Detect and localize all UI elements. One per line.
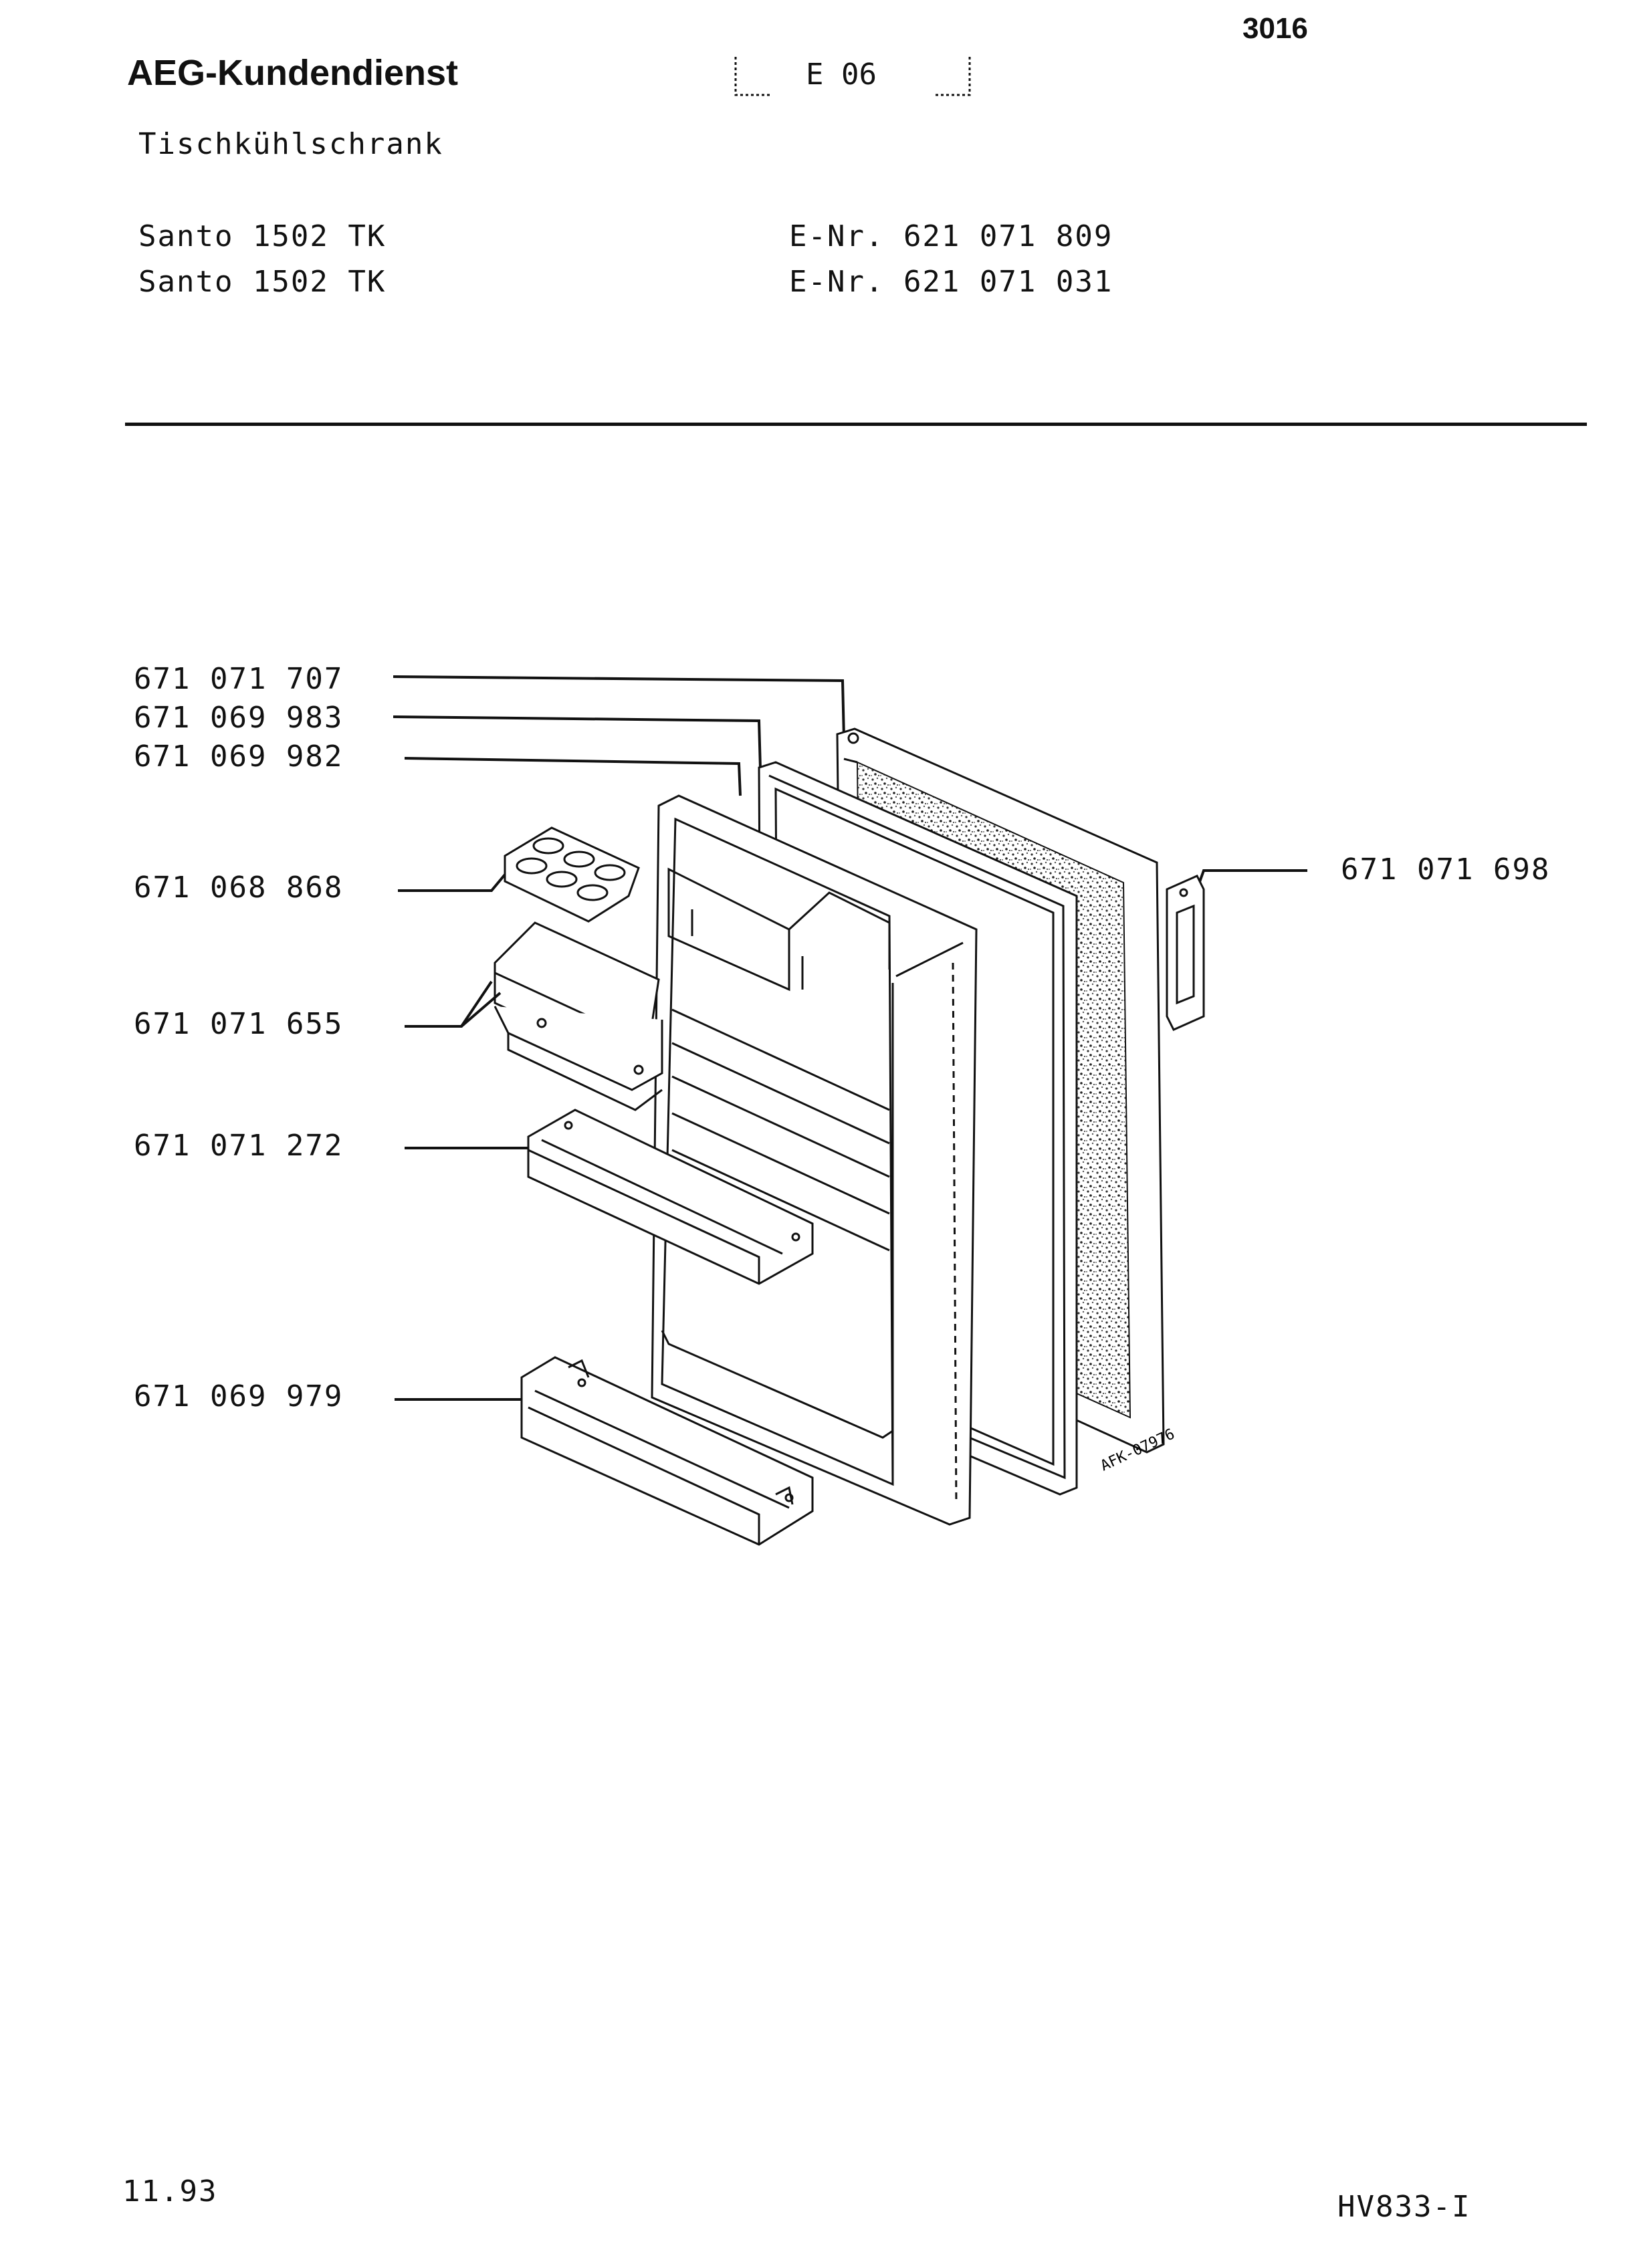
model-enr-1: E-Nr. 621 071 809 (789, 219, 1113, 253)
part-label: 671 069 982 (134, 740, 344, 774)
bracket-marks-icon (734, 57, 971, 96)
door-shelf-bottom (520, 1356, 814, 1546)
inner-door-liner (651, 794, 978, 1526)
door-shelf-middle (527, 1109, 814, 1285)
footer-date: 11.93 (122, 2174, 218, 2208)
section-code-box: E 06 (732, 53, 973, 102)
model-name-1: Santo 1502 TK (138, 219, 387, 253)
part-label: 671 071 655 (134, 1007, 344, 1041)
page-number: 3016 (1242, 12, 1308, 45)
part-label: 671 069 983 (134, 701, 344, 735)
part-label: 671 071 698 (1341, 853, 1551, 887)
leader-line (460, 992, 502, 1028)
header-divider (125, 423, 1587, 426)
leader-line (393, 675, 845, 740)
leader-line (1196, 869, 1307, 890)
butter-compartment (494, 921, 663, 1111)
part-label: 671 068 868 (134, 871, 344, 905)
part-label: 671 071 707 (134, 662, 344, 696)
brand-title: AEG-Kundendienst (127, 53, 458, 93)
part-label: 671 071 272 (134, 1129, 344, 1163)
appliance-type: Tischkühlschrank (138, 127, 443, 161)
model-enr-2: E-Nr. 621 071 031 (789, 265, 1113, 299)
part-label: 671 069 979 (134, 1379, 344, 1413)
footer-doc-code: HV833-I (1337, 2190, 1471, 2224)
leader-line (398, 861, 516, 892)
leader-line (393, 715, 762, 770)
egg-tray (504, 826, 640, 923)
model-name-2: Santo 1502 TK (138, 265, 387, 299)
section-code: E 06 (806, 58, 877, 92)
door-handle (1166, 875, 1205, 1031)
leader-line (404, 757, 742, 796)
leader-line (405, 980, 493, 1028)
